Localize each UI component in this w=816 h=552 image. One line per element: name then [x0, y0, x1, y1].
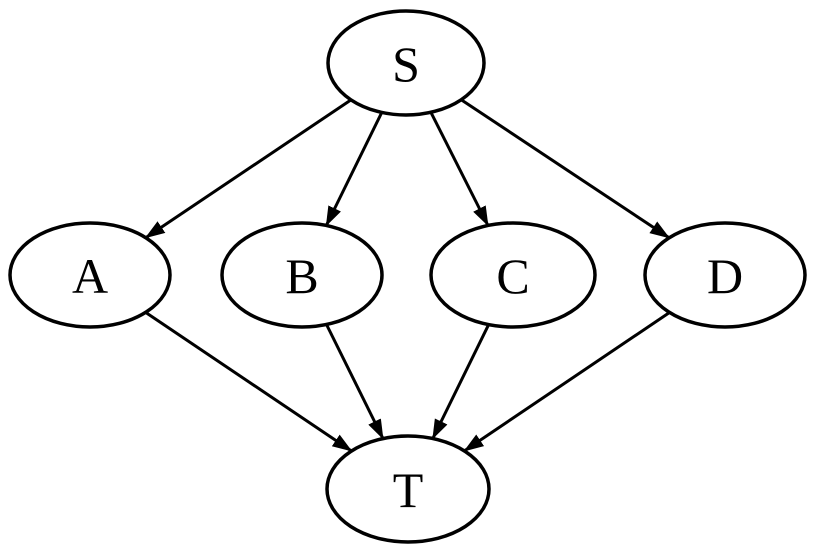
node-label-A: A: [72, 248, 108, 304]
node-T: T: [325, 434, 491, 544]
edges-layer: [144, 98, 671, 453]
node-D: D: [643, 221, 807, 329]
node-label-S: S: [392, 36, 420, 92]
node-label-D: D: [707, 248, 743, 304]
node-ellipse-S: [326, 9, 486, 117]
node-ellipse-D: [643, 221, 807, 329]
node-ellipse-A: [8, 221, 172, 329]
node-ellipse-B: [220, 221, 384, 329]
node-label-C: C: [496, 248, 529, 304]
node-ellipse-C: [429, 221, 597, 329]
node-ellipse-T: [325, 434, 491, 544]
edge-S-B: [324, 111, 384, 227]
edge-S-A: [144, 98, 352, 239]
node-label-B: B: [285, 248, 318, 304]
edge-S-C: [429, 111, 490, 227]
node-B: B: [220, 221, 384, 329]
node-C: C: [429, 221, 597, 329]
edge-S-D: [460, 98, 670, 240]
edge-D-T: [463, 311, 671, 453]
edge-A-T: [144, 311, 353, 453]
node-A: A: [8, 221, 172, 329]
edge-B-T: [325, 323, 385, 440]
node-S: S: [326, 9, 486, 117]
node-label-T: T: [393, 462, 424, 518]
edge-C-T: [431, 324, 490, 440]
nodes-layer: S A B C D T: [8, 9, 807, 544]
